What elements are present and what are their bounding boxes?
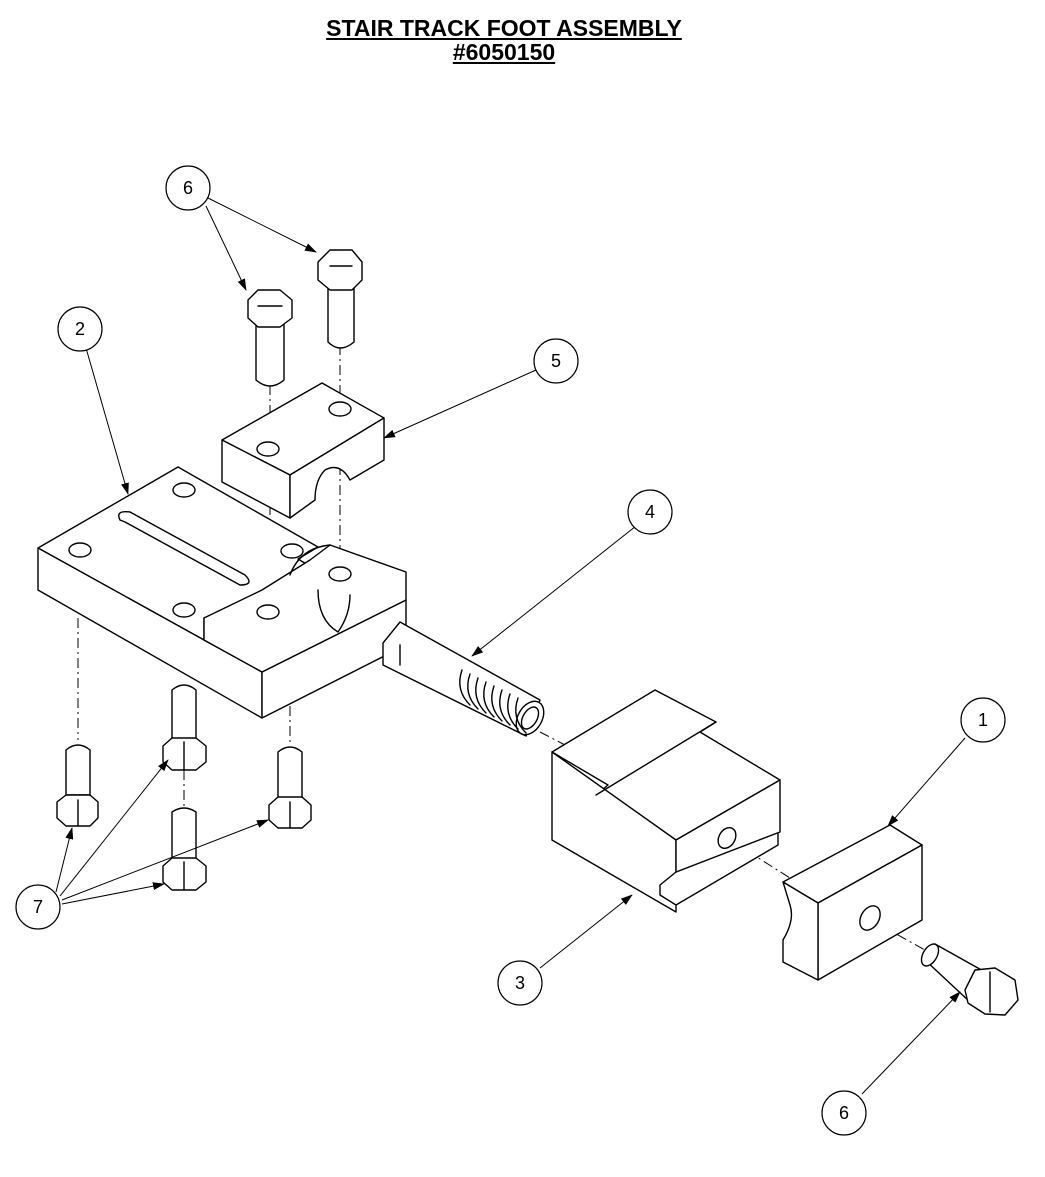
base-plate-part-2 — [37, 466, 407, 719]
callout-6-lower-label: 6 — [839, 1103, 849, 1123]
callout-6-lower: 6 — [821, 1090, 867, 1136]
callout-3-label: 3 — [515, 973, 525, 993]
lower-bolts-part-7 — [56, 684, 312, 891]
clamp-block-part-5 — [221, 382, 385, 519]
callout-6-upper-label: 6 — [183, 178, 193, 198]
callout-1-label: 1 — [978, 710, 988, 730]
callout-6-upper: 6 — [165, 165, 211, 211]
callout-2-label: 2 — [75, 319, 85, 339]
drawing-title: STAIR TRACK FOOT ASSEMBLY #6050150 — [0, 16, 1008, 64]
callout-7: 7 — [15, 884, 61, 930]
callout-5-label: 5 — [551, 351, 561, 371]
callout-4-label: 4 — [645, 502, 655, 522]
callout-7-label: 7 — [33, 897, 43, 917]
callout-3: 3 — [497, 960, 543, 1006]
side-bolt-part-6 — [920, 943, 1019, 1016]
callout-5: 5 — [533, 338, 579, 384]
title-line-1: STAIR TRACK FOOT ASSEMBLY — [326, 15, 682, 41]
threaded-rod-part-4 — [382, 621, 545, 737]
leader-lines — [55, 197, 966, 1095]
nut-block-part-1 — [782, 824, 923, 981]
callout-2: 2 — [57, 306, 103, 352]
title-line-2: #6050150 — [452, 39, 556, 65]
callout-1: 1 — [960, 697, 1006, 743]
carriage-block-part-3 — [551, 689, 781, 913]
callout-4: 4 — [627, 489, 673, 535]
upper-bolts-part-6 — [247, 249, 363, 387]
